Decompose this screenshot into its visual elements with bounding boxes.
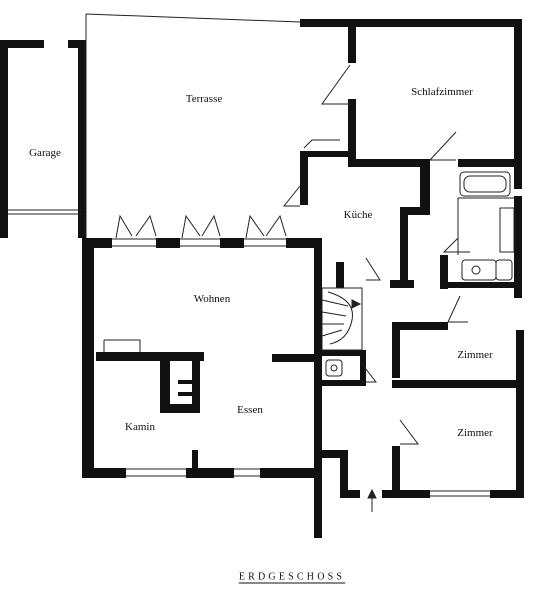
walls — [0, 19, 524, 538]
room-label-kamin: Kamin — [125, 421, 155, 433]
plan-title: ERDGESCHOSS — [238, 571, 346, 583]
room-label-schlafzimmer: Schlafzimmer — [411, 86, 473, 98]
room-label-essen: Essen — [237, 404, 263, 416]
thin-lines — [8, 13, 515, 512]
room-label-wohnen: Wohnen — [193, 293, 231, 305]
room-label-zimmer-2: Zimmer — [457, 427, 493, 439]
room-label-garage: Garage — [29, 147, 61, 159]
room-label-terrasse: Terrasse — [185, 93, 223, 105]
room-label-zimmer-1: Zimmer — [457, 349, 493, 361]
room-label-kueche: Küche — [343, 209, 373, 221]
